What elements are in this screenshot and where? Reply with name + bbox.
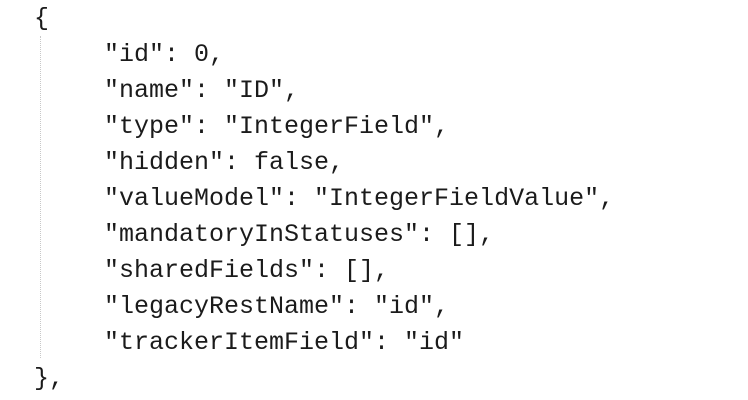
code-line-type: "type": "IntegerField",: [104, 112, 450, 141]
indent-guide: [40, 36, 41, 358]
code-line-mandatory-in-statuses: "mandatoryInStatuses": [],: [104, 220, 495, 249]
code-line-tracker-item-field: "trackerItemField": "id": [104, 328, 465, 357]
code-line-name: "name": "ID",: [104, 76, 300, 105]
code-line-hidden: "hidden": false,: [104, 148, 345, 177]
code-line-legacy-rest-name: "legacyRestName": "id",: [104, 292, 450, 321]
code-line-value-model: "valueModel": "IntegerFieldValue",: [104, 184, 615, 213]
code-line-shared-fields: "sharedFields": [],: [104, 256, 390, 285]
code-line-id: "id": 0,: [104, 40, 225, 69]
open-brace: {: [34, 4, 50, 33]
close-brace: },: [34, 364, 65, 393]
